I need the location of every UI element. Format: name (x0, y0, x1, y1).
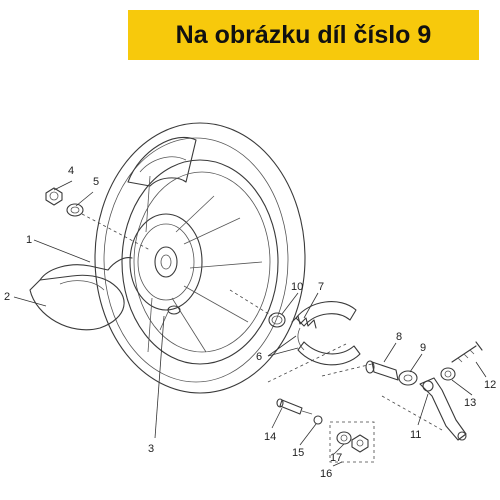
callout-13: 13 (464, 397, 476, 409)
callout-11: 11 (410, 429, 421, 441)
spring-7-drawing (291, 315, 317, 329)
washer-13-drawing (440, 367, 456, 381)
callout-3: 3 (148, 443, 154, 455)
callout-10: 10 (291, 281, 303, 293)
callout-9: 9 (420, 342, 426, 354)
part-banner: Na obrázku díl číslo 9 (128, 10, 479, 60)
callout-16: 16 (320, 468, 332, 480)
callout-15: 15 (292, 447, 304, 459)
callout-8: 8 (396, 331, 402, 343)
washer-5-drawing (66, 203, 84, 217)
tire-drawing (29, 122, 306, 394)
indicator-plate-9-drawing (398, 370, 418, 386)
callout-6: 6 (256, 351, 262, 363)
callout-4: 4 (68, 165, 74, 177)
callout-7: 7 (318, 281, 324, 293)
callout-14: 14 (264, 431, 276, 443)
circlip-15-drawing (313, 415, 323, 425)
rim-drawing (121, 159, 279, 365)
callout-12: 12 (484, 379, 496, 391)
callout-1: 1 (26, 234, 32, 246)
callout-17: 17 (330, 452, 342, 464)
pin-14-drawing (276, 398, 313, 415)
brake-shoe-drawing (295, 301, 361, 366)
callout-5: 5 (93, 176, 99, 188)
nut-4-drawing (45, 187, 63, 206)
o-ring-10-drawing (268, 312, 286, 328)
bolt-12-drawing (451, 341, 483, 363)
callout-2: 2 (4, 291, 10, 303)
camshaft-8-drawing (365, 360, 399, 381)
brake-lever-11-drawing (419, 377, 467, 441)
